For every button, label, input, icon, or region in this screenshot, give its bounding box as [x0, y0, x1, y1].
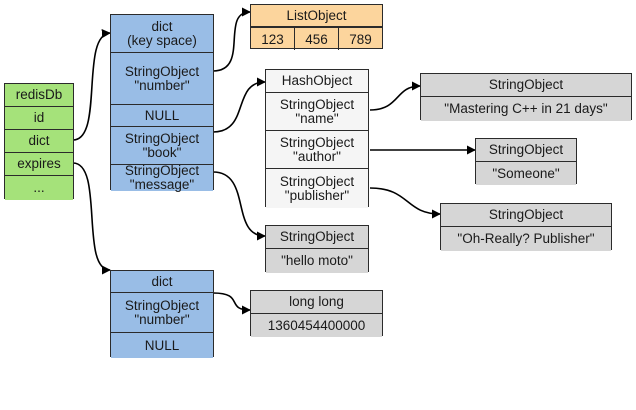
keyspace-entry-null: NULL: [111, 105, 213, 127]
redisdb-field-expires: expires: [5, 153, 73, 176]
expires-dict-header: dict: [111, 271, 213, 293]
hash-field-name: StringObject "name": [266, 93, 368, 131]
hash-object-title: HashObject: [266, 70, 368, 93]
edge-dict-to-keyspace: [72, 29, 111, 141]
string-object-author-value: StringObject "Someone": [475, 138, 577, 185]
string-object-message-value: StringObject "hello moto": [265, 225, 369, 273]
hash-field-publisher: StringObject "publisher": [266, 169, 368, 208]
edge-publisher-to-string: [369, 187, 441, 219]
list-value: 456: [295, 28, 339, 50]
string-object-title: StringObject: [476, 139, 576, 162]
redisdb-field-dict: dict: [5, 130, 73, 153]
list-value: 123: [251, 28, 295, 50]
long-long-number: 1360454400000: [251, 314, 382, 337]
edge-book-to-hashobject: [212, 77, 266, 133]
string-object-name-value: StringObject "Mastering C++ in 21 days": [420, 73, 632, 121]
hash-field-author: StringObject "author": [266, 131, 368, 169]
keyspace-entry-book: StringObject "book": [111, 127, 213, 165]
expires-dict: dict StringObject "number" NULL: [110, 270, 214, 358]
edge-number-to-listobject: [212, 7, 251, 72]
keyspace-entry-message: StringObject "message": [111, 164, 213, 192]
list-value: 789: [349, 31, 372, 47]
list-object-values: 123 456 789: [251, 27, 382, 50]
long-long-title: long long: [251, 291, 382, 314]
string-object-title: StringObject: [266, 226, 368, 249]
redisdb-struct: redisDb id dict expires ...: [4, 83, 74, 200]
keyspace-dict-header: dict (key space): [111, 15, 213, 53]
edge-message-to-string: [212, 171, 266, 241]
string-object-title: StringObject: [441, 204, 611, 227]
redisdb-field-id: id: [5, 107, 73, 130]
string-object-value: "Oh-Really? Publisher": [441, 227, 611, 251]
edge-name-to-string: [369, 81, 421, 111]
redisdb-field-more: ...: [5, 176, 73, 200]
long-long-value: long long 1360454400000: [250, 290, 383, 337]
expires-entry-null: NULL: [111, 333, 213, 358]
keyspace-dict: dict (key space) StringObject "number" N…: [110, 14, 214, 192]
list-object-title: ListObject: [251, 5, 382, 27]
keyspace-entry-number: StringObject "number": [111, 53, 213, 105]
string-object-value: "Mastering C++ in 21 days": [421, 97, 631, 121]
string-object-publisher-value: StringObject "Oh-Really? Publisher": [440, 203, 612, 251]
edge-expires-number-to-longlong: [212, 292, 251, 315]
string-object-title: StringObject: [421, 74, 631, 97]
expires-entry-number: StringObject "number": [111, 293, 213, 333]
list-object: ListObject 123 456 789: [250, 4, 383, 50]
string-object-value: "hello moto": [266, 249, 368, 273]
hash-object: HashObject StringObject "name" StringObj…: [265, 69, 369, 208]
edge-expires-to-expires-dict: [72, 162, 111, 275]
string-object-value: "Someone": [476, 162, 576, 185]
redisdb-title: redisDb: [5, 84, 73, 107]
